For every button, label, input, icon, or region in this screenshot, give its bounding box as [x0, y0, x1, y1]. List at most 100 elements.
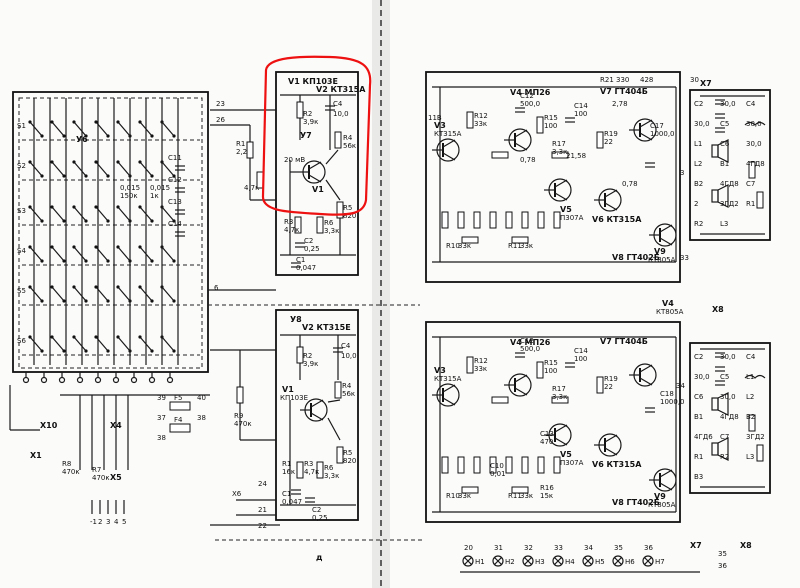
- speaker-cone: [717, 139, 729, 163]
- label: 33: [680, 254, 689, 262]
- lamp-label: H1: [475, 558, 485, 566]
- transistor-emitter: [639, 132, 653, 141]
- label: 10,0: [333, 110, 349, 118]
- switch-node: [150, 174, 154, 178]
- switch-node: [84, 219, 88, 223]
- label: V7 ГТ404Б: [600, 87, 648, 96]
- v3-transistor: [432, 138, 460, 162]
- switch-node: [62, 299, 66, 303]
- v4-transistor: [504, 373, 532, 397]
- switch-node: [106, 259, 110, 263]
- label: 20 мВ: [284, 156, 305, 164]
- label: R1: [236, 140, 245, 148]
- label: 0,25: [312, 514, 328, 522]
- v5-transistor: [544, 178, 572, 202]
- label: 3,3к: [552, 393, 567, 401]
- switch-contact: [29, 286, 43, 302]
- switch-contact: [73, 121, 87, 137]
- label: C14: [574, 102, 588, 110]
- lamp-circle: [492, 555, 504, 567]
- transistor-emitter: [514, 387, 528, 396]
- switch-node: [172, 299, 176, 303]
- label: V9: [654, 247, 666, 256]
- transistor-collector: [639, 119, 653, 128]
- switch-node: [72, 285, 76, 289]
- wire: [325, 149, 339, 165]
- switch-node: [40, 349, 44, 353]
- switch-node: [138, 160, 142, 164]
- fuse-label: F5: [174, 394, 182, 402]
- lamp-cross: [584, 557, 592, 565]
- speaker-label: 30,0: [694, 373, 710, 381]
- label: 500,0: [520, 100, 540, 108]
- label: X7: [690, 541, 702, 550]
- label: X1: [30, 451, 42, 460]
- label: 26: [216, 116, 225, 124]
- bias-resistor: [457, 456, 465, 474]
- lamp-cross: [464, 557, 472, 565]
- switch-contact: [29, 161, 43, 177]
- switch-node: [62, 349, 66, 353]
- switch-node: [172, 259, 176, 263]
- switch-contact: [161, 121, 175, 137]
- r11-resistor: [511, 236, 529, 244]
- speaker-resistor: [748, 161, 756, 179]
- switch-node: [40, 134, 44, 138]
- label: 3,3к: [324, 472, 339, 480]
- speaker-label: L1: [694, 140, 702, 148]
- r15-resistor: [536, 116, 544, 134]
- lamp-pin: 35: [614, 544, 623, 552]
- speaker-label: 30,0: [720, 100, 736, 108]
- label: 100: [574, 355, 587, 363]
- lamp-cross: [614, 557, 622, 565]
- label: 22: [604, 138, 613, 146]
- c17-capacitor: [645, 162, 655, 168]
- switch-label: S5: [17, 287, 26, 295]
- switch-contact: [117, 246, 131, 262]
- label: 36: [718, 562, 727, 570]
- speaker-label: 3ГД2: [720, 200, 739, 208]
- label: 428: [640, 76, 653, 84]
- power-amp-lower-frame: [425, 321, 681, 523]
- switch-contact: [29, 336, 43, 352]
- r11-resistor: [511, 486, 529, 494]
- label: 100: [544, 367, 557, 375]
- switch-contact: [51, 246, 65, 262]
- label: 35: [718, 550, 727, 558]
- lamp-pin: 32: [524, 544, 533, 552]
- label: V4: [662, 299, 674, 308]
- label: R6: [324, 464, 334, 472]
- label: 3,9к: [303, 360, 318, 368]
- fuse-pin: 40: [197, 394, 206, 402]
- fuse-pin: 38: [197, 414, 206, 422]
- label: П307А: [560, 459, 584, 467]
- switch-node: [138, 335, 142, 339]
- speaker-symbol: [711, 184, 729, 208]
- label: 100: [544, 122, 557, 130]
- speaker-label: 30,0: [720, 353, 736, 361]
- c12-capacitor: [515, 107, 525, 113]
- label: 820: [343, 457, 356, 465]
- switch-contact: [29, 121, 43, 137]
- switch-node: [40, 219, 44, 223]
- speaker-label: L1: [746, 373, 754, 381]
- label: 3,3к: [552, 148, 567, 156]
- label: V3: [434, 121, 446, 130]
- wire: [325, 179, 341, 201]
- highlight-circle: [261, 55, 372, 216]
- speaker-label: B1: [720, 160, 729, 168]
- switch-contact: [73, 206, 87, 222]
- speaker-label: L3: [746, 453, 754, 461]
- speaker-label: B2: [694, 180, 703, 188]
- bank-terminal: [166, 376, 174, 384]
- speaker-label: 4ГД8: [746, 160, 765, 168]
- switch-contact: [117, 286, 131, 302]
- switch-label: S1: [17, 122, 26, 130]
- switch-node: [172, 219, 176, 223]
- switch-node: [84, 259, 88, 263]
- switch-node: [116, 120, 120, 124]
- bank-value-label: 1к: [150, 192, 159, 200]
